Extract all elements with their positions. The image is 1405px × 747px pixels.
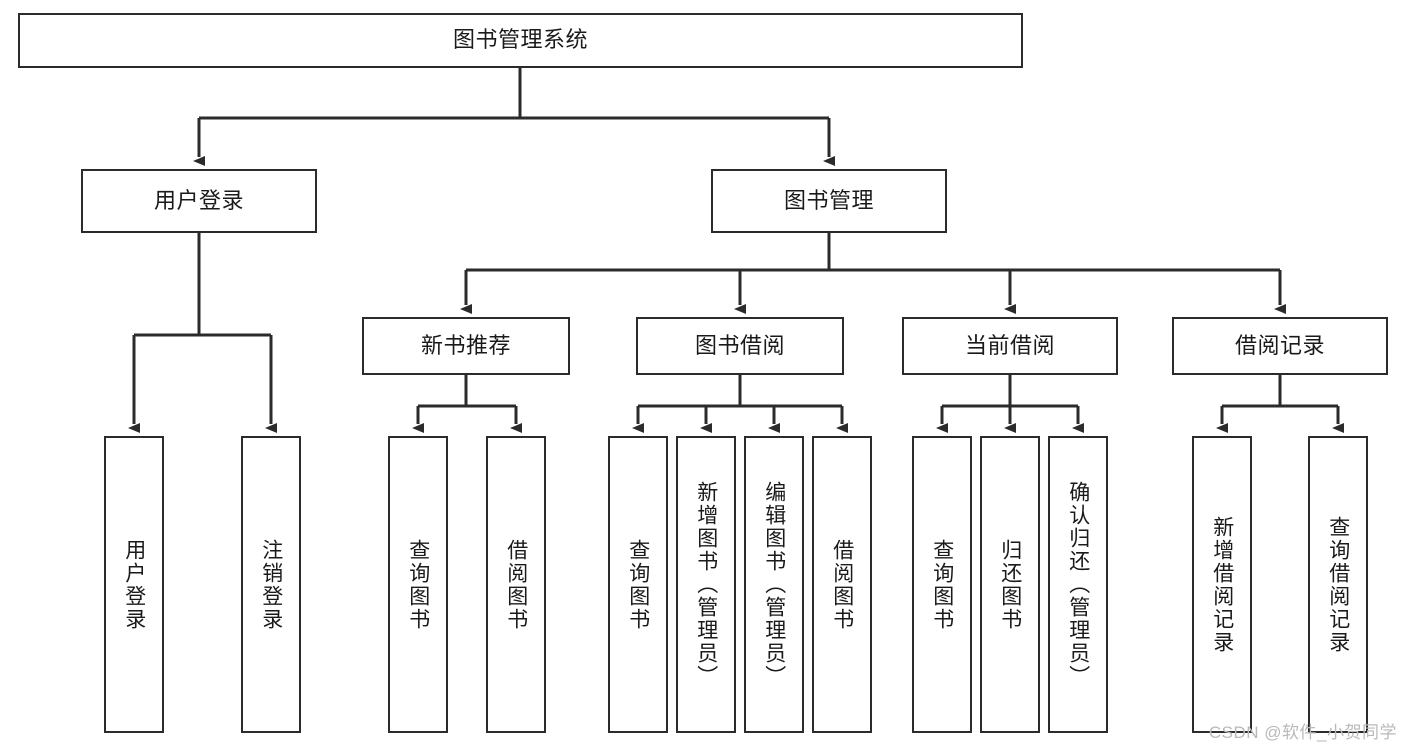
node-leaf-user-login-label: 用户登录 bbox=[122, 538, 146, 631]
node-leaf-query-book-1-label: 查询图书 bbox=[406, 538, 430, 631]
node-root[interactable]: 图书管理系统 bbox=[18, 13, 1023, 68]
node-leaf-logout-label: 注销登录 bbox=[259, 538, 283, 631]
node-leaf-borrow-book-2[interactable]: 借阅图书 bbox=[812, 436, 872, 733]
node-leaf-return-book-label: 归还图书 bbox=[998, 538, 1022, 631]
node-current-borrow-label: 当前借阅 bbox=[964, 332, 1055, 358]
node-user-login-label: 用户登录 bbox=[153, 187, 244, 213]
node-leaf-logout[interactable]: 注销登录 bbox=[241, 436, 301, 733]
node-leaf-query-record[interactable]: 查询借阅记录 bbox=[1308, 436, 1368, 733]
node-leaf-query-book-2-label: 查询图书 bbox=[626, 538, 650, 631]
node-leaf-edit-book[interactable]: 编辑图书（管理员） bbox=[744, 436, 804, 733]
node-leaf-add-record-label: 新增借阅记录 bbox=[1210, 515, 1234, 654]
node-current-borrow[interactable]: 当前借阅 bbox=[902, 317, 1118, 375]
node-leaf-add-book[interactable]: 新增图书（管理员） bbox=[676, 436, 736, 733]
node-leaf-add-book-label: 新增图书（管理员） bbox=[694, 481, 718, 688]
node-leaf-query-book-3[interactable]: 查询图书 bbox=[912, 436, 972, 733]
node-user-login[interactable]: 用户登录 bbox=[81, 169, 317, 233]
node-leaf-query-book-2[interactable]: 查询图书 bbox=[608, 436, 668, 733]
node-new-book-recommend-label: 新书推荐 bbox=[420, 332, 511, 358]
node-borrow-record-label: 借阅记录 bbox=[1234, 332, 1325, 358]
node-book-manage[interactable]: 图书管理 bbox=[711, 169, 947, 233]
node-leaf-query-book-3-label: 查询图书 bbox=[930, 538, 954, 631]
node-leaf-user-login[interactable]: 用户登录 bbox=[104, 436, 164, 733]
node-book-borrow[interactable]: 图书借阅 bbox=[636, 317, 844, 375]
node-leaf-borrow-book-2-label: 借阅图书 bbox=[830, 538, 854, 631]
node-leaf-query-book-1[interactable]: 查询图书 bbox=[388, 436, 448, 733]
node-borrow-record[interactable]: 借阅记录 bbox=[1172, 317, 1388, 375]
node-leaf-confirm-return[interactable]: 确认归还（管理员） bbox=[1048, 436, 1108, 733]
node-leaf-query-record-label: 查询借阅记录 bbox=[1326, 515, 1350, 654]
node-leaf-borrow-book-1[interactable]: 借阅图书 bbox=[486, 436, 546, 733]
node-root-label: 图书管理系统 bbox=[452, 27, 588, 53]
node-leaf-borrow-book-1-label: 借阅图书 bbox=[504, 538, 528, 631]
node-leaf-add-record[interactable]: 新增借阅记录 bbox=[1192, 436, 1252, 733]
node-leaf-edit-book-label: 编辑图书（管理员） bbox=[762, 481, 786, 688]
csdn-watermark: CSDN @软件_小贺同学 bbox=[1208, 723, 1397, 742]
node-leaf-confirm-return-label: 确认归还（管理员） bbox=[1066, 481, 1090, 688]
node-book-borrow-label: 图书借阅 bbox=[694, 332, 785, 358]
node-new-book-recommend[interactable]: 新书推荐 bbox=[362, 317, 570, 375]
node-leaf-return-book[interactable]: 归还图书 bbox=[980, 436, 1040, 733]
node-book-manage-label: 图书管理 bbox=[783, 187, 874, 213]
